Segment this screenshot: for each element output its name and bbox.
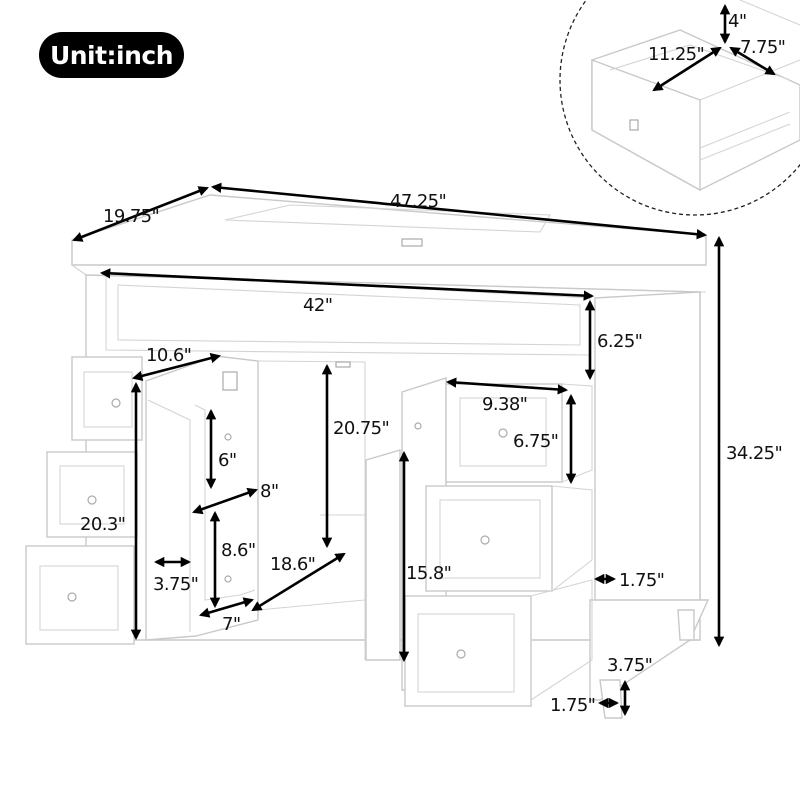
dim-shelf-side-gap: 3.75" xyxy=(153,574,198,595)
dim-door-width: 10.6" xyxy=(146,345,191,366)
dim-door-height: 20.3" xyxy=(80,514,125,535)
hinge-icon xyxy=(414,422,422,430)
dim-top-panel-height: 6.25" xyxy=(597,331,642,352)
left-drawer-stack xyxy=(25,356,143,645)
countertop xyxy=(71,194,707,266)
drawer-detail-inset: 4" 11.25" 7.75" xyxy=(559,0,800,216)
dimension-labels: 19.75" 47.25" 34.25" 42" 6.25" 10.6" 20.… xyxy=(80,191,783,716)
dim-inner-width: 42" xyxy=(303,295,332,316)
dim-shelf-width: 8" xyxy=(260,481,279,502)
drawer-knob-icon xyxy=(498,428,508,438)
drain-icon xyxy=(401,238,423,247)
dim-leg-depth: 1.75" xyxy=(550,695,595,716)
drawer-knob-icon xyxy=(456,649,466,659)
dim-leg-width: 3.75" xyxy=(607,655,652,676)
dim-overall-height: 34.25" xyxy=(726,443,782,464)
dim-shelf-lower-height: 8.6" xyxy=(221,540,256,561)
dim-right-side-height: 15.8" xyxy=(406,563,451,584)
leg xyxy=(677,609,695,641)
dim-overall-width: 47.25" xyxy=(390,191,446,212)
dim-inset-height: 4" xyxy=(728,11,747,32)
leg xyxy=(599,679,623,719)
dim-shelf-depth: 7" xyxy=(222,614,241,635)
dim-shelf-upper-height: 6" xyxy=(218,450,237,471)
dim-side-panel-gap: 1.75" xyxy=(619,570,664,591)
right-drawer xyxy=(404,595,532,707)
dim-cabinet-depth: 18.6" xyxy=(270,554,315,575)
dim-cabinet-opening-height: 20.75" xyxy=(333,418,389,439)
open-door xyxy=(145,355,259,641)
unit-badge: Unit:inch xyxy=(39,32,184,78)
drawer-knob-icon xyxy=(480,535,490,545)
dim-inset-depth: 7.75" xyxy=(740,37,785,58)
dim-overall-depth: 19.75" xyxy=(103,206,159,227)
drawer-knob-icon xyxy=(87,495,97,505)
dim-right-drawer-width: 9.38" xyxy=(482,394,527,415)
dim-right-drawer-height: 6.75" xyxy=(513,431,558,452)
left-drawer xyxy=(25,545,135,645)
right-drawer-stack xyxy=(404,383,593,707)
hinge-icon xyxy=(222,371,238,391)
drawer-knob-icon xyxy=(111,398,121,408)
drawer-knob-icon xyxy=(629,119,639,131)
dim-inset-width: 11.25" xyxy=(648,44,704,65)
drawer-knob-icon xyxy=(67,592,77,602)
dimension-arrows xyxy=(72,182,725,717)
